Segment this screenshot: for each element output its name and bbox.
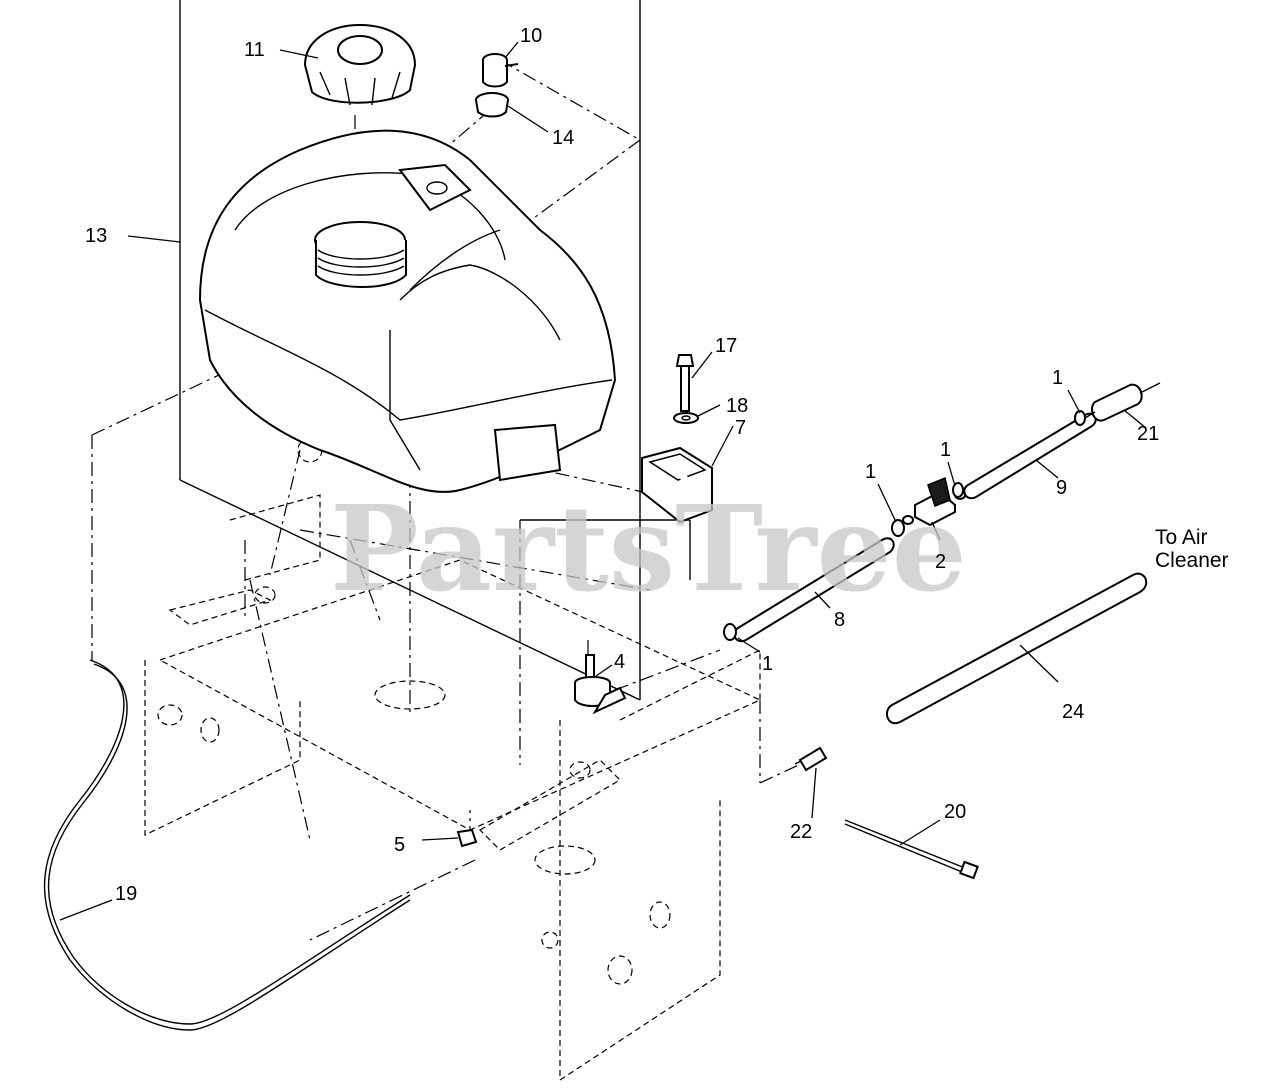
- callout-2: 2: [935, 551, 946, 573]
- callout-5: 5: [394, 834, 405, 856]
- cable-tie: [844, 819, 979, 880]
- callout-labels: 11 10 14 13 17 18 7 1 21 9 1 1 2 8 1 4 2…: [85, 25, 1159, 905]
- callout-17: 17: [715, 335, 737, 357]
- nut: [456, 828, 478, 848]
- fuel-tank: [198, 129, 617, 493]
- fuel-filter: [1084, 382, 1161, 422]
- callout-1-lower-clamp: 1: [762, 653, 773, 675]
- air-cleaner-note-line2: Cleaner: [1155, 549, 1229, 572]
- bolt: [675, 354, 695, 412]
- fuel-hose-9: [963, 412, 1097, 500]
- callout-18: 18: [726, 395, 748, 417]
- callout-20: 20: [944, 801, 966, 823]
- callout-7: 7: [735, 417, 746, 439]
- callout-22: 22: [790, 821, 812, 843]
- leader-lines: [59, 41, 1147, 921]
- shutoff-valve: [902, 476, 966, 527]
- grommet: [475, 92, 509, 118]
- fuel-fitting: [574, 654, 627, 715]
- hose-clamps: [723, 410, 1086, 641]
- drain-hose: [43, 659, 411, 1031]
- callout-8: 8: [834, 609, 845, 631]
- tank-bracket: [641, 446, 713, 524]
- callout-13: 13: [85, 225, 107, 247]
- callout-1-filter-clamp: 1: [1052, 367, 1063, 389]
- air-cleaner-note-line1: To Air: [1155, 526, 1208, 549]
- fuel-cap: [303, 23, 417, 106]
- washer: [673, 412, 699, 424]
- watermark: PartsTree: [330, 479, 967, 618]
- callout-10: 10: [520, 25, 542, 47]
- callout-21: 21: [1137, 423, 1159, 445]
- breather-hose: [885, 572, 1148, 725]
- callout-4: 4: [614, 651, 625, 673]
- callout-24: 24: [1062, 701, 1084, 723]
- vent-valve: [482, 53, 519, 88]
- callout-1-hose-clamp: 1: [865, 461, 876, 483]
- callout-14: 14: [552, 127, 574, 149]
- assembly-frame-lines: [179, 0, 691, 701]
- hose-fitting: [794, 746, 828, 772]
- callout-9: 9: [1056, 477, 1067, 499]
- callout-1-valve-clamp: 1: [940, 439, 951, 461]
- callout-11: 11: [244, 39, 265, 61]
- callout-19: 19: [115, 883, 137, 905]
